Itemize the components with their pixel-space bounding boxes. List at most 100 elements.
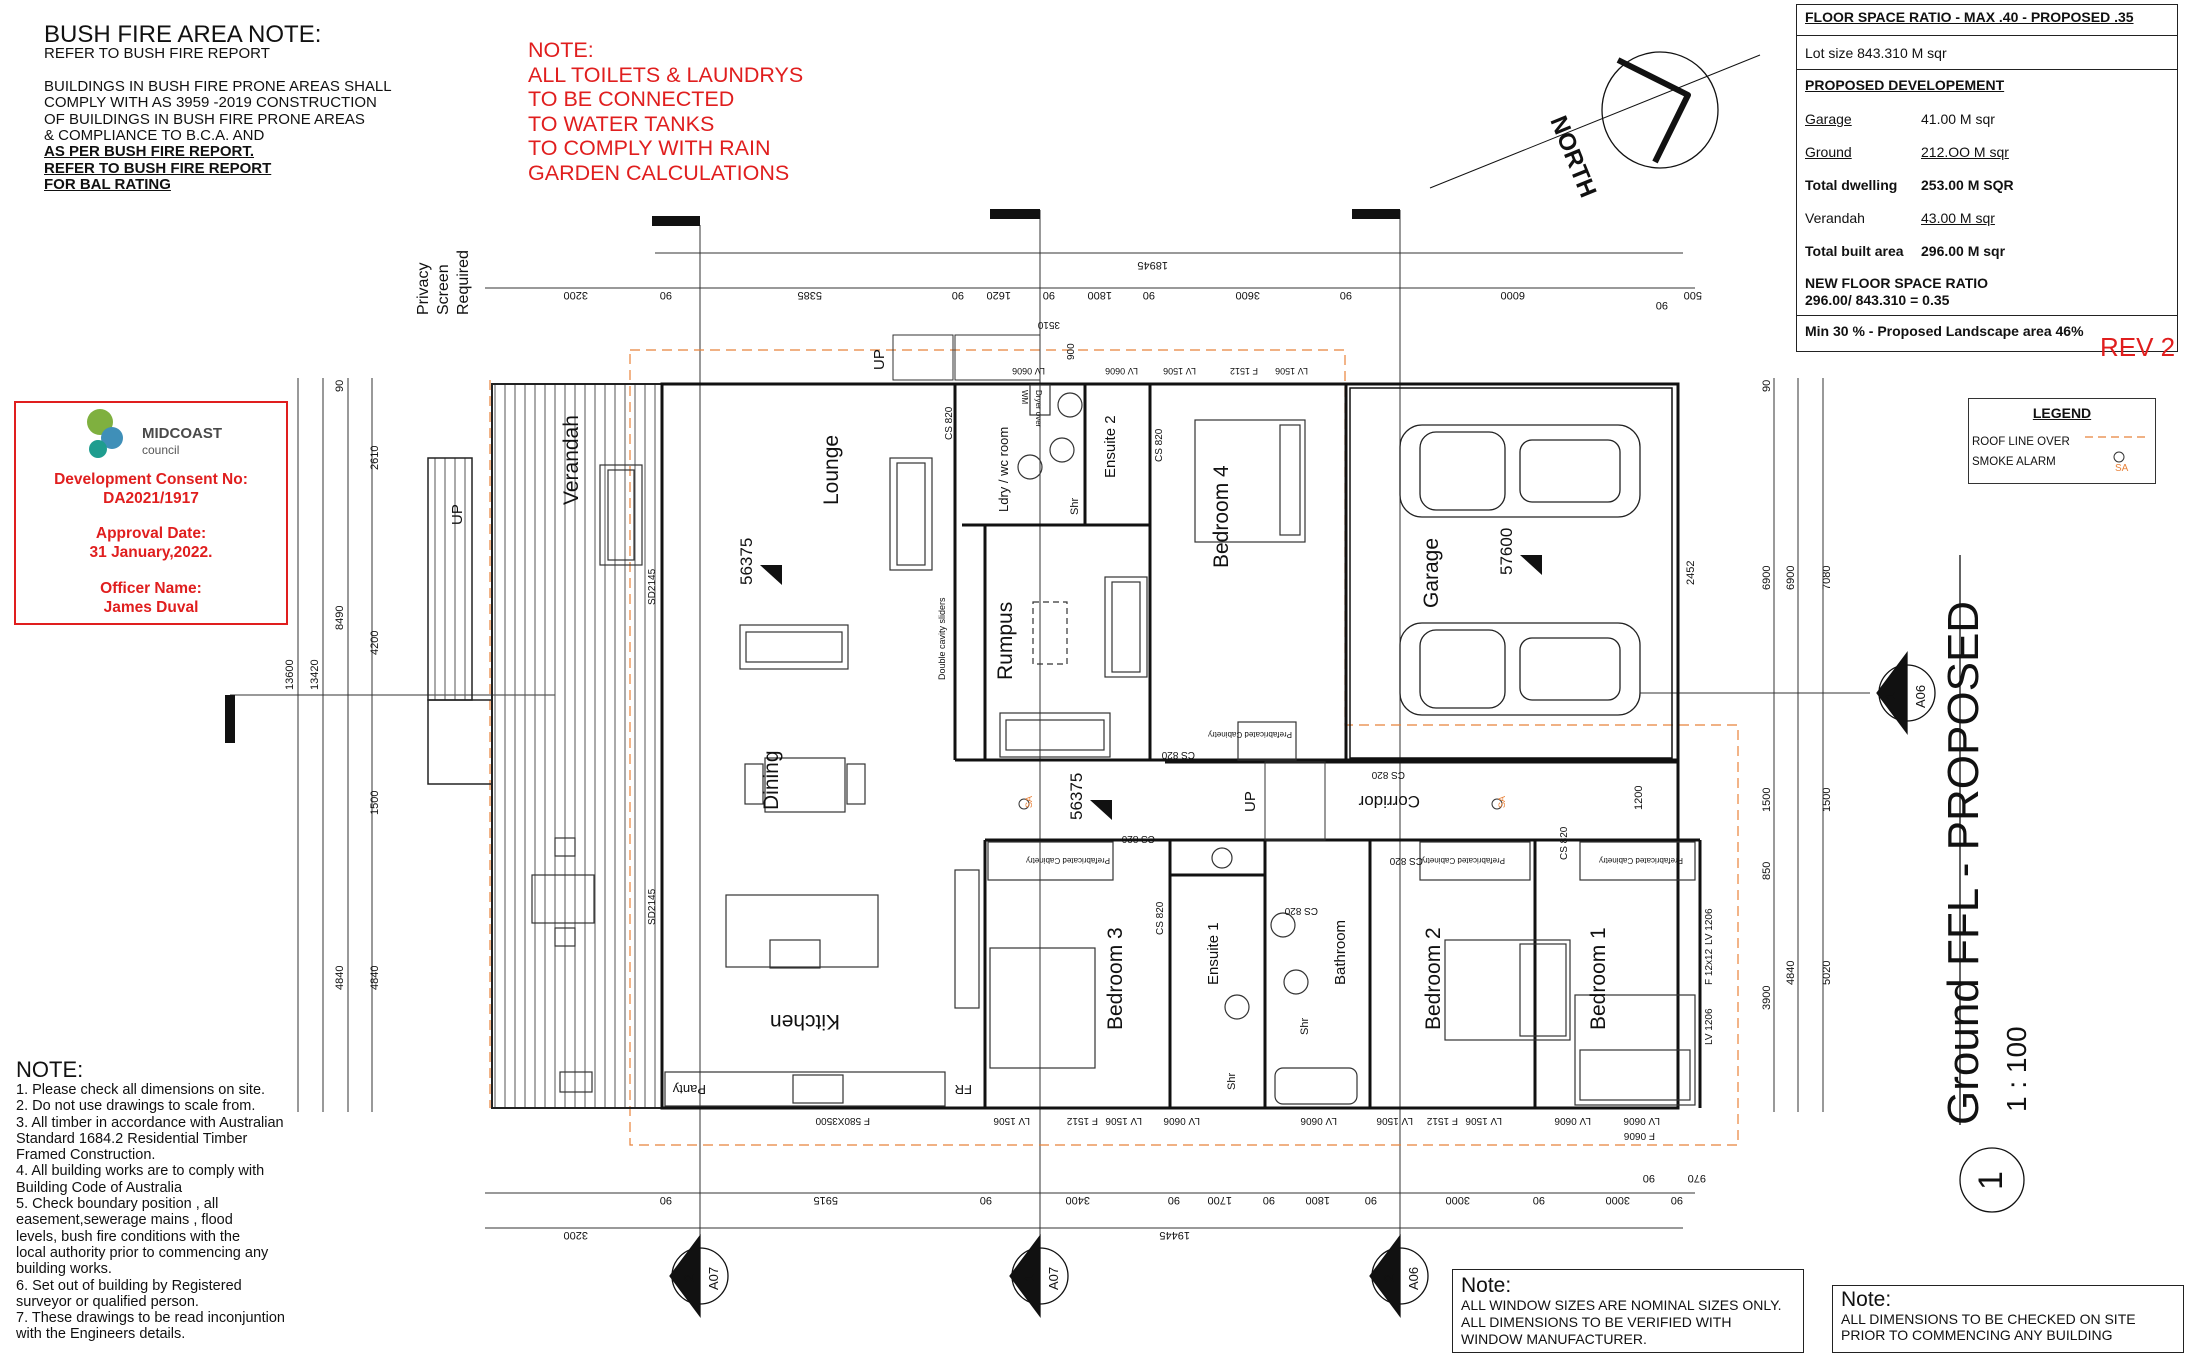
door-label: CS 820 xyxy=(1161,749,1195,760)
privacy-label-2: Screen xyxy=(435,264,452,315)
bush-note-title: BUSH FIRE AREA NOTE: xyxy=(44,21,322,48)
fsr-row-value: 253.00 M SQR xyxy=(1921,177,2014,193)
general-notes: NOTE: 1. Please check all dimensions on … xyxy=(16,1058,285,1343)
bush-note-line: OF BUILDINGS IN BUSH FIRE PRONE AREAS xyxy=(44,110,365,128)
window-note-line: ALL DIMENSIONS TO BE VERIFIED WITH xyxy=(1461,1314,1732,1330)
door-label: CS 820 xyxy=(1155,901,1166,935)
dim-bottom: 970 xyxy=(1688,1172,1706,1184)
dim-left: 8490 xyxy=(334,606,346,630)
notes-line: building works. xyxy=(16,1261,112,1278)
legend-smoke-alarm: SMOKE ALARM xyxy=(1972,456,2056,468)
door-label: Double cavity sliders xyxy=(937,597,947,680)
dim-top: 6000 xyxy=(1501,289,1525,301)
stairs xyxy=(892,334,1326,841)
room-bedroom-3: Bedroom 3 xyxy=(1104,927,1127,1030)
smoke-alarm-label: SA xyxy=(1497,796,1507,808)
water-tank-note: NOTE: ALL TOILETS & LAUNDRYS TO BE CONNE… xyxy=(528,38,803,186)
door-label: CS 820 xyxy=(1154,428,1165,462)
notes-line: 3. All timber in accordance with Austral… xyxy=(16,1114,284,1131)
dryer-label: Dryer over xyxy=(1034,390,1043,428)
dim-note-line: PRIOR TO COMMENCING ANY BUILDING xyxy=(1841,1327,2113,1343)
dim-bottom: 3000 xyxy=(1446,1194,1470,1206)
door-label: CS 820 xyxy=(1559,826,1570,860)
window-label: LV 1506 xyxy=(1163,366,1196,376)
dim-top: 90 xyxy=(1656,299,1668,311)
fsr-lot-size: Lot size 843.310 M sqr xyxy=(1805,45,1947,61)
prefab-label: Prefabricated Cabinetry xyxy=(1026,856,1110,865)
midcoast-logo xyxy=(87,409,123,458)
door-label: CS 820 xyxy=(944,406,955,440)
dim-bottom: 1800 xyxy=(1306,1194,1330,1206)
dim-right: 2452 xyxy=(1685,561,1697,585)
level-label: 57600 xyxy=(1497,528,1516,575)
window-label: LV 0606 xyxy=(1554,1115,1591,1126)
shower-label: Shr xyxy=(1069,498,1081,515)
notes-line: 7. These drawings to be read inconjuntio… xyxy=(16,1310,285,1327)
notes-line: 6. Set out of building by Registered xyxy=(16,1277,242,1294)
window-label: LV 1206 xyxy=(1704,1008,1715,1045)
dim-top: 90 xyxy=(1043,289,1055,301)
notes-line: 2. Do not use drawings to scale from. xyxy=(16,1098,256,1115)
bush-note-bold-line: FOR BAL RATING xyxy=(44,176,171,194)
window-label: LV 0606 xyxy=(1623,1115,1660,1126)
window-label: LV 0606 xyxy=(1012,366,1045,376)
approval-label: Approval Date: xyxy=(95,525,207,542)
dim-bottom: 1700 xyxy=(1208,1194,1232,1206)
dim-left: 4840 xyxy=(334,966,346,990)
window-label: LV 1506 xyxy=(1465,1115,1502,1126)
privacy-label-3: Required xyxy=(455,250,472,315)
north-arrow xyxy=(1429,51,1761,189)
notes-line: 1. Please check all dimensions on site. xyxy=(16,1082,266,1098)
dim-right: 1200 xyxy=(1633,786,1645,810)
dimension-lines xyxy=(230,210,1870,1245)
door-label: CS 820 xyxy=(1121,833,1155,844)
house-walls xyxy=(660,382,1702,1110)
fsr-ratio-title: NEW FLOOR SPACE RATIO xyxy=(1805,275,1989,291)
window-note-line: WINDOW MANUFACTURER. xyxy=(1461,1331,1647,1347)
dim-right: 5020 xyxy=(1821,961,1833,985)
dim-top: 1800 xyxy=(1088,289,1112,301)
level-markers xyxy=(760,555,1542,820)
window-label: LV 1506 xyxy=(1275,366,1308,376)
dim-top: 5385 xyxy=(798,289,822,301)
fsr-proposed-title: PROPOSED DEVELOPEMENT xyxy=(1805,77,2005,93)
fsr-title: FLOOR SPACE RATIO - MAX .40 - PROPOSED .… xyxy=(1805,9,2134,25)
window-label: LV 0606 xyxy=(1163,1115,1200,1126)
dim-top: 90 xyxy=(660,289,672,301)
room-laundry: Ldry / wc room xyxy=(996,427,1011,512)
window-label: LV 1506 xyxy=(1105,1115,1142,1126)
dim-bottom: 90 xyxy=(980,1194,992,1206)
dim-top: 1620 xyxy=(987,289,1011,301)
dim-right: 850 xyxy=(1761,862,1773,880)
bush-note-bold-line: REFER TO BUSH FIRE REPORT xyxy=(44,159,272,177)
section-ref: A07 xyxy=(706,1267,721,1290)
room-pantry: Panty xyxy=(672,1082,706,1097)
dim-right: 1500 xyxy=(1821,788,1833,812)
dim-bottom-total: 19445 xyxy=(1159,1229,1190,1241)
fsr-landscape: Min 30 % - Proposed Landscape area 46% xyxy=(1805,323,2084,339)
smoke-alarm-icon xyxy=(1018,798,1030,810)
shower-label: Shr xyxy=(1299,1018,1311,1035)
notes-line: with the Engineers details. xyxy=(16,1326,186,1343)
privacy-label-1: Privacy xyxy=(415,263,432,315)
room-bedroom-1: Bedroom 1 xyxy=(1587,927,1610,1030)
room-kitchen: Kitchen xyxy=(770,1010,840,1033)
legend-box: LEGEND ROOF LINE OVER SMOKE ALARM SA xyxy=(1968,398,2156,484)
window-label: LV 1506 xyxy=(993,1115,1030,1126)
garage-outline xyxy=(1349,387,1673,759)
door-label: CS 820 xyxy=(1389,855,1423,866)
stair-up-label: UP xyxy=(1242,791,1259,812)
prefab-label: Prefabricated Cabinetry xyxy=(1421,856,1505,865)
fsr-row-label: Total dwelling xyxy=(1805,177,1898,193)
dim-right: 6900 xyxy=(1761,566,1773,590)
dim-bottom: 5915 xyxy=(814,1194,838,1206)
section-number: 2 xyxy=(681,1274,697,1282)
section-ref: A06 xyxy=(1406,1267,1421,1290)
window-label: 900 xyxy=(1066,343,1077,360)
dim-left: 4840 xyxy=(369,966,381,990)
notes-line: levels, bush fire conditions with the xyxy=(16,1228,241,1245)
dim-top: 90 xyxy=(1143,289,1155,301)
window-label: 3510 xyxy=(1037,319,1060,330)
window-label: F 1512 xyxy=(1426,1115,1458,1126)
room-rumpus: Rumpus xyxy=(994,602,1017,680)
